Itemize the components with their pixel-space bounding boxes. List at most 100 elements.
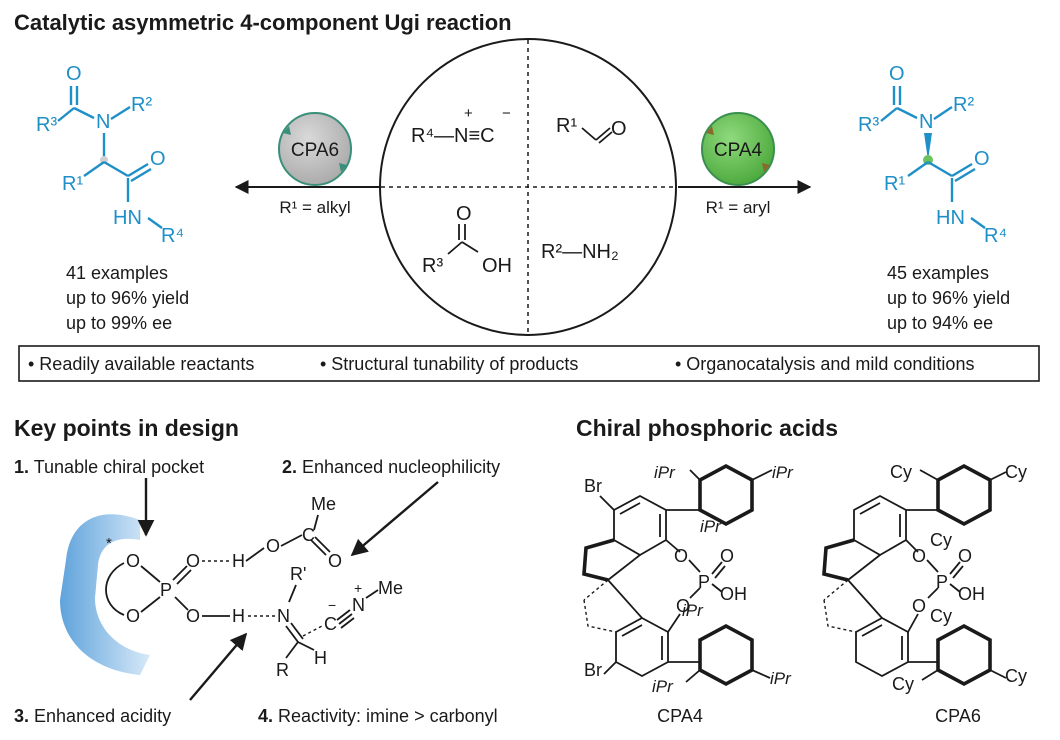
- svg-text:Me: Me: [378, 578, 403, 598]
- svg-text:R': R': [290, 564, 306, 584]
- point-2-text: 2. Enhanced nucleophilicity: [282, 457, 500, 477]
- svg-text:Br: Br: [584, 476, 602, 496]
- cpa6-structure: O P O OH O Cy Cy Cy Cy Cy Cy: [822, 462, 1027, 694]
- design-complex-structure: * O O P O O H O C Me O H N R' R H C: [105, 494, 403, 680]
- svg-text:R¹: R¹: [62, 173, 83, 195]
- svg-text:O: O: [958, 546, 972, 566]
- svg-text:*: *: [106, 535, 112, 552]
- chiral-pocket-shape: [60, 514, 150, 675]
- svg-text:iPr: iPr: [682, 601, 704, 620]
- svg-text:HN: HN: [113, 207, 142, 229]
- point-4-text: 4. Reactivity: imine > carbonyl: [258, 706, 498, 726]
- svg-text:+: +: [354, 580, 362, 596]
- svg-text:O: O: [150, 148, 166, 170]
- cpa4-catalyst-badge: CPA4: [701, 112, 775, 186]
- svg-text:O: O: [720, 546, 734, 566]
- svg-text:N: N: [352, 595, 365, 615]
- cpa4-name: CPA4: [657, 706, 703, 726]
- right-product-structure: O R³ N R² R¹ O HN R⁴: [858, 63, 1007, 247]
- svg-text:C: C: [324, 614, 337, 634]
- right-stat-yield: up to 96% yield: [887, 288, 1010, 308]
- amine-label: R²—NH₂: [541, 241, 619, 263]
- svg-text:O: O: [126, 606, 140, 626]
- svg-text:R⁴: R⁴: [984, 225, 1007, 247]
- design-title: Key points in design: [14, 415, 239, 441]
- right-stat-ee: up to 94% ee: [887, 313, 993, 333]
- svg-text:Cy: Cy: [1005, 462, 1027, 482]
- svg-text:O: O: [186, 551, 200, 571]
- svg-text:Cy: Cy: [930, 530, 952, 550]
- aldehyde-r1: R¹: [556, 115, 577, 137]
- figure-title: Catalytic asymmetric 4-component Ugi rea…: [14, 10, 512, 35]
- point-3-text: 3. Enhanced acidity: [14, 706, 171, 726]
- cpa-section-title: Chiral phosphoric acids: [576, 415, 838, 441]
- svg-text:iPr: iPr: [770, 669, 792, 688]
- svg-text:O: O: [912, 596, 926, 616]
- svg-text:O: O: [266, 536, 280, 556]
- cpa6-name: CPA6: [935, 706, 981, 726]
- svg-text:R⁴: R⁴: [161, 225, 184, 247]
- svg-text:R³: R³: [36, 114, 57, 136]
- acid-o: O: [456, 203, 472, 225]
- svg-text:H: H: [314, 648, 327, 668]
- svg-text:N: N: [96, 111, 110, 133]
- nucleophilicity-pointer-arrow: [350, 481, 439, 557]
- svg-text:O: O: [974, 148, 990, 170]
- svg-text:iPr: iPr: [700, 517, 722, 536]
- svg-text:R²: R²: [953, 94, 974, 116]
- features-box: [18, 345, 1040, 382]
- svg-text:OH: OH: [958, 584, 985, 604]
- right-condition: R¹ = aryl: [706, 198, 771, 217]
- cpa4-structure: Br Br O P O OH O iPr iP: [582, 463, 794, 696]
- svg-text:O: O: [328, 551, 342, 571]
- acid-r3: R³: [422, 255, 443, 277]
- point-1-text: 1. Tunable chiral pocket: [14, 457, 204, 477]
- svg-text:HN: HN: [936, 207, 965, 229]
- svg-text:Cy: Cy: [892, 674, 914, 694]
- cpa6-catalyst-badge: CPA6: [278, 112, 352, 186]
- svg-text:iPr: iPr: [652, 677, 674, 696]
- feature-organocatalysis: • Organocatalysis and mild conditions: [675, 354, 974, 374]
- acidity-pointer-arrow: [189, 632, 248, 701]
- svg-text:N: N: [919, 111, 933, 133]
- isocyanide-minus: −: [502, 105, 511, 122]
- isocyanide-label: R⁴—N≡C: [411, 125, 495, 147]
- isocyanide-plus: +: [464, 105, 473, 122]
- svg-text:Cy: Cy: [890, 462, 912, 482]
- svg-text:R²: R²: [131, 94, 152, 116]
- left-stat-yield: up to 96% yield: [66, 288, 189, 308]
- svg-text:R³: R³: [858, 114, 879, 136]
- svg-text:O: O: [66, 63, 82, 85]
- svg-text:O: O: [676, 596, 690, 616]
- svg-text:O: O: [186, 606, 200, 626]
- svg-text:Br: Br: [584, 660, 602, 680]
- left-condition: R¹ = alkyl: [279, 198, 350, 217]
- cpa6-badge-label: CPA6: [291, 140, 339, 161]
- aldehyde-o: O: [611, 118, 627, 140]
- svg-text:P: P: [698, 572, 710, 592]
- right-stat-examples: 45 examples: [887, 263, 989, 283]
- svg-text:Me: Me: [311, 494, 336, 514]
- svg-text:H: H: [232, 606, 245, 626]
- svg-text:iPr: iPr: [654, 463, 676, 482]
- acid-oh: OH: [482, 255, 512, 277]
- svg-text:OH: OH: [720, 584, 747, 604]
- svg-text:Cy: Cy: [1005, 666, 1027, 686]
- cpa4-badge-label: CPA4: [714, 140, 763, 161]
- svg-text:O: O: [126, 551, 140, 571]
- svg-text:−: −: [328, 597, 336, 613]
- svg-text:R: R: [276, 660, 289, 680]
- svg-text:iPr: iPr: [772, 463, 794, 482]
- svg-text:O: O: [889, 63, 905, 85]
- left-product-structure: O R³ N R² R¹ O HN R⁴: [36, 63, 184, 247]
- svg-text:O: O: [674, 546, 688, 566]
- svg-text:P: P: [936, 572, 948, 592]
- feature-reactants: • Readily available reactants: [28, 354, 254, 374]
- feature-tunability: • Structural tunability of products: [320, 354, 578, 374]
- svg-text:P: P: [160, 580, 172, 600]
- reactants-circle: R⁴—N≡C + − R¹ O O R³ OH R²—NH₂: [379, 38, 677, 336]
- svg-text:O: O: [912, 546, 926, 566]
- svg-text:Cy: Cy: [930, 606, 952, 626]
- svg-text:N: N: [277, 606, 290, 626]
